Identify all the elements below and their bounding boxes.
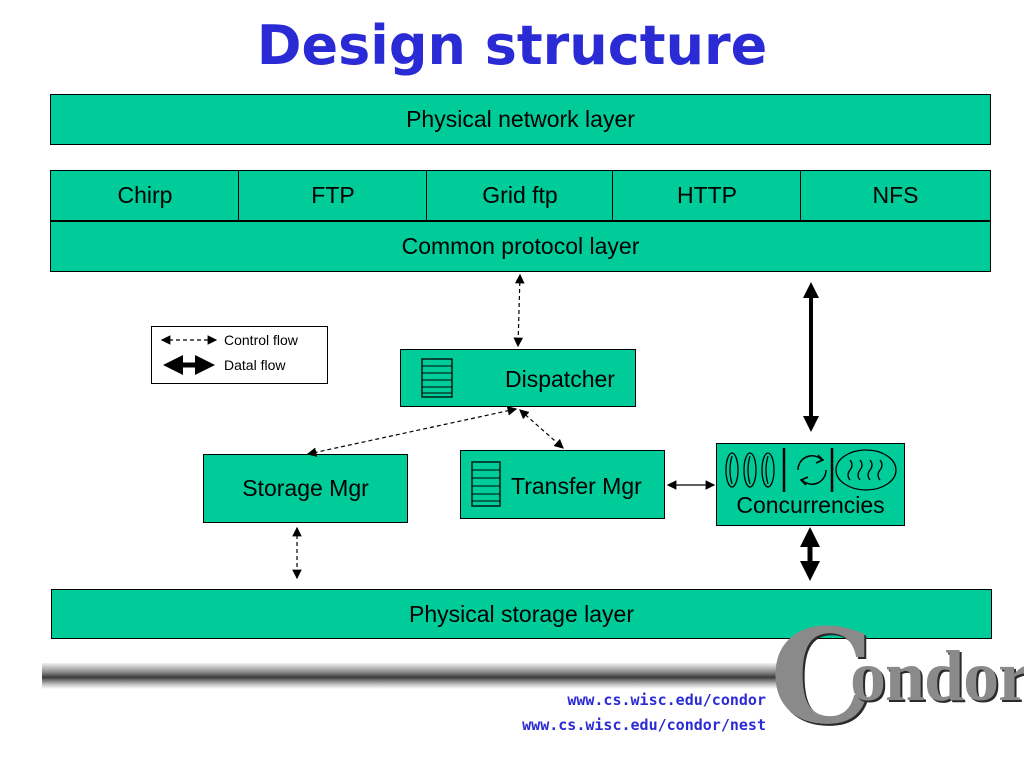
legend-data-label: Datal flow	[224, 357, 286, 373]
protocol-ftp: FTP	[238, 170, 428, 221]
protocol-chirp-label: Chirp	[117, 182, 173, 208]
concurrencies-label: Concurrencies	[736, 492, 885, 518]
physical-network-layer-label: Physical network layer	[406, 106, 635, 132]
page-title: Design structure	[256, 14, 768, 77]
cycle-icon	[797, 454, 827, 486]
legend-arrows	[160, 335, 218, 375]
concurrency-icons	[725, 448, 897, 492]
footer-url-condor[interactable]: www.cs.wisc.edu/condor	[567, 691, 766, 709]
protocol-nfs-label: NFS	[872, 182, 919, 208]
physical-storage-layer-label: Physical storage layer	[409, 600, 634, 627]
protocol-http: HTTP	[612, 170, 802, 221]
protocol-chirp: Chirp	[50, 170, 240, 221]
legend: Control flow Datal flow	[151, 326, 328, 384]
physical-network-layer: Physical network layer	[50, 94, 991, 145]
footer-url-nest[interactable]: www.cs.wisc.edu/condor/nest	[522, 716, 766, 734]
protocol-nfs: NFS	[800, 170, 991, 221]
dispatcher-label: Dispatcher	[505, 366, 615, 392]
physical-storage-layer: Physical storage layer	[51, 589, 992, 639]
threads-icon	[725, 452, 775, 488]
concurrencies-box: Concurrencies	[716, 443, 905, 526]
events-icon	[835, 449, 897, 491]
common-protocol-layer: Common protocol layer	[50, 221, 991, 272]
transfer-mgr-box: Transfer Mgr	[460, 450, 665, 519]
protocol-ftp-label: FTP	[311, 182, 355, 208]
control-flow-common-dispatcher	[513, 273, 525, 348]
dispatcher-box: Dispatcher	[400, 349, 636, 407]
control-flow-dispatcher-transfer	[519, 409, 564, 449]
legend-control-label: Control flow	[224, 332, 298, 348]
protocol-http-label: HTTP	[676, 182, 738, 208]
condor-logo-c: C	[770, 600, 874, 753]
protocol-gridftp-label: Grid ftp	[482, 182, 558, 208]
condor-logo-text: ondor	[850, 636, 1024, 716]
logo-bar	[42, 663, 782, 689]
queue-icon	[471, 461, 501, 507]
protocol-gridftp: Grid ftp	[426, 170, 614, 221]
protocol-row: Chirp FTP Grid ftp HTTP NFS	[50, 170, 991, 221]
control-flow-dispatcher-storage	[306, 406, 518, 457]
transfer-mgr-label: Transfer Mgr	[511, 473, 642, 499]
storage-mgr-label: Storage Mgr	[242, 475, 369, 501]
queue-icon	[421, 358, 453, 398]
storage-mgr-box: Storage Mgr	[203, 454, 408, 523]
common-protocol-layer-label: Common protocol layer	[401, 233, 640, 259]
